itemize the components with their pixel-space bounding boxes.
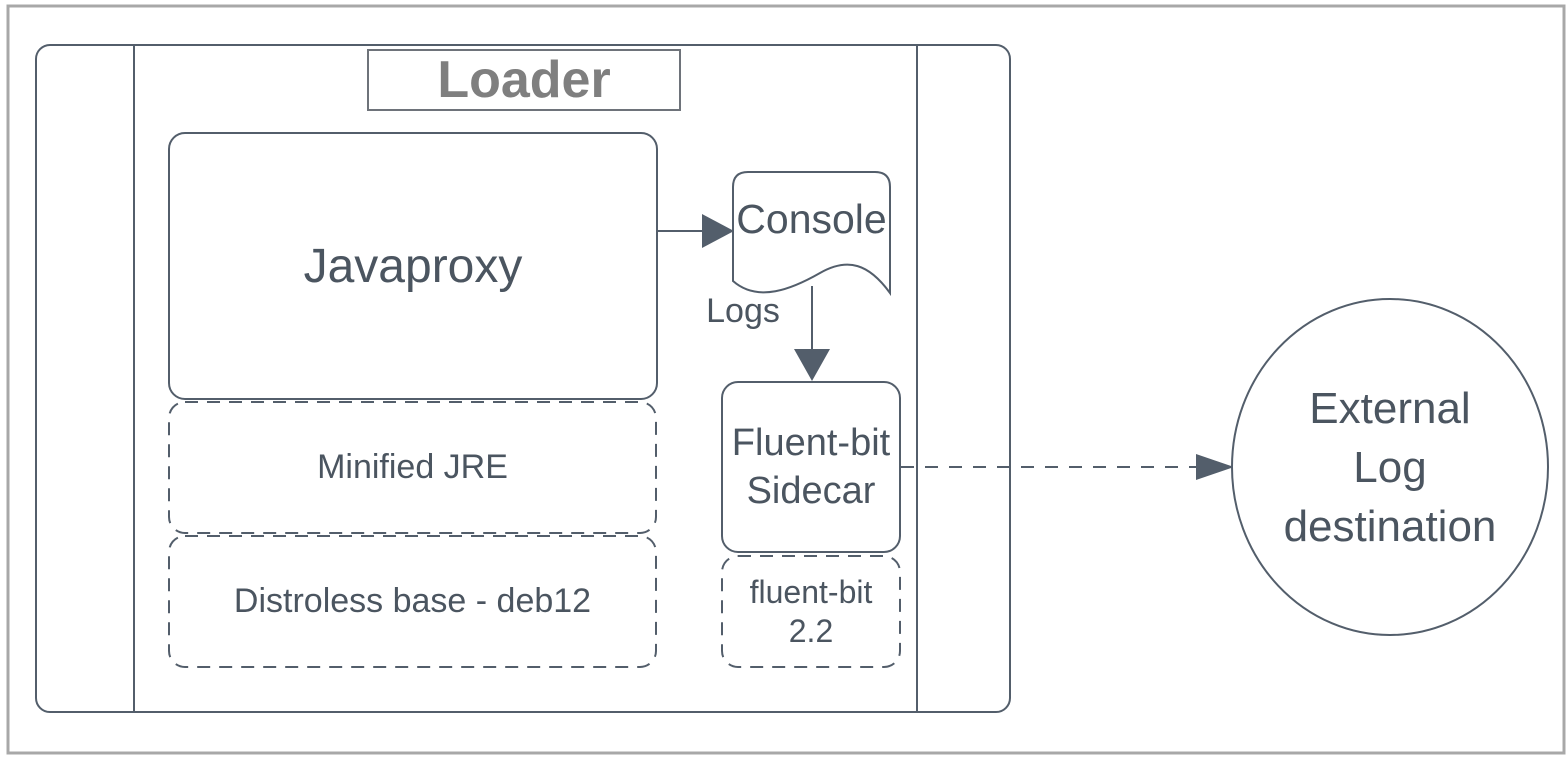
window-frame <box>6 4 1566 755</box>
loader-title-box[interactable] <box>367 49 681 111</box>
javaproxy-node[interactable] <box>168 132 658 400</box>
javaproxy-to-console-arrowhead-icon <box>702 214 734 248</box>
fluentbit-to-external-arrow <box>901 454 1234 480</box>
fluentbit-to-external-arrowhead-icon <box>1196 454 1234 480</box>
fluentbit-version-node[interactable] <box>721 555 901 668</box>
console-document-shape[interactable] <box>732 171 891 297</box>
external-log-destination-node[interactable] <box>1231 298 1549 636</box>
javaproxy-to-console-arrow <box>658 214 734 248</box>
console-to-fluentbit-arrow <box>794 286 830 381</box>
console-to-fluentbit-arrowhead-icon <box>794 349 830 381</box>
fluentbit-sidecar-node[interactable] <box>721 381 901 553</box>
distroless-base-node[interactable] <box>168 535 657 668</box>
minified-jre-node[interactable] <box>168 401 657 534</box>
